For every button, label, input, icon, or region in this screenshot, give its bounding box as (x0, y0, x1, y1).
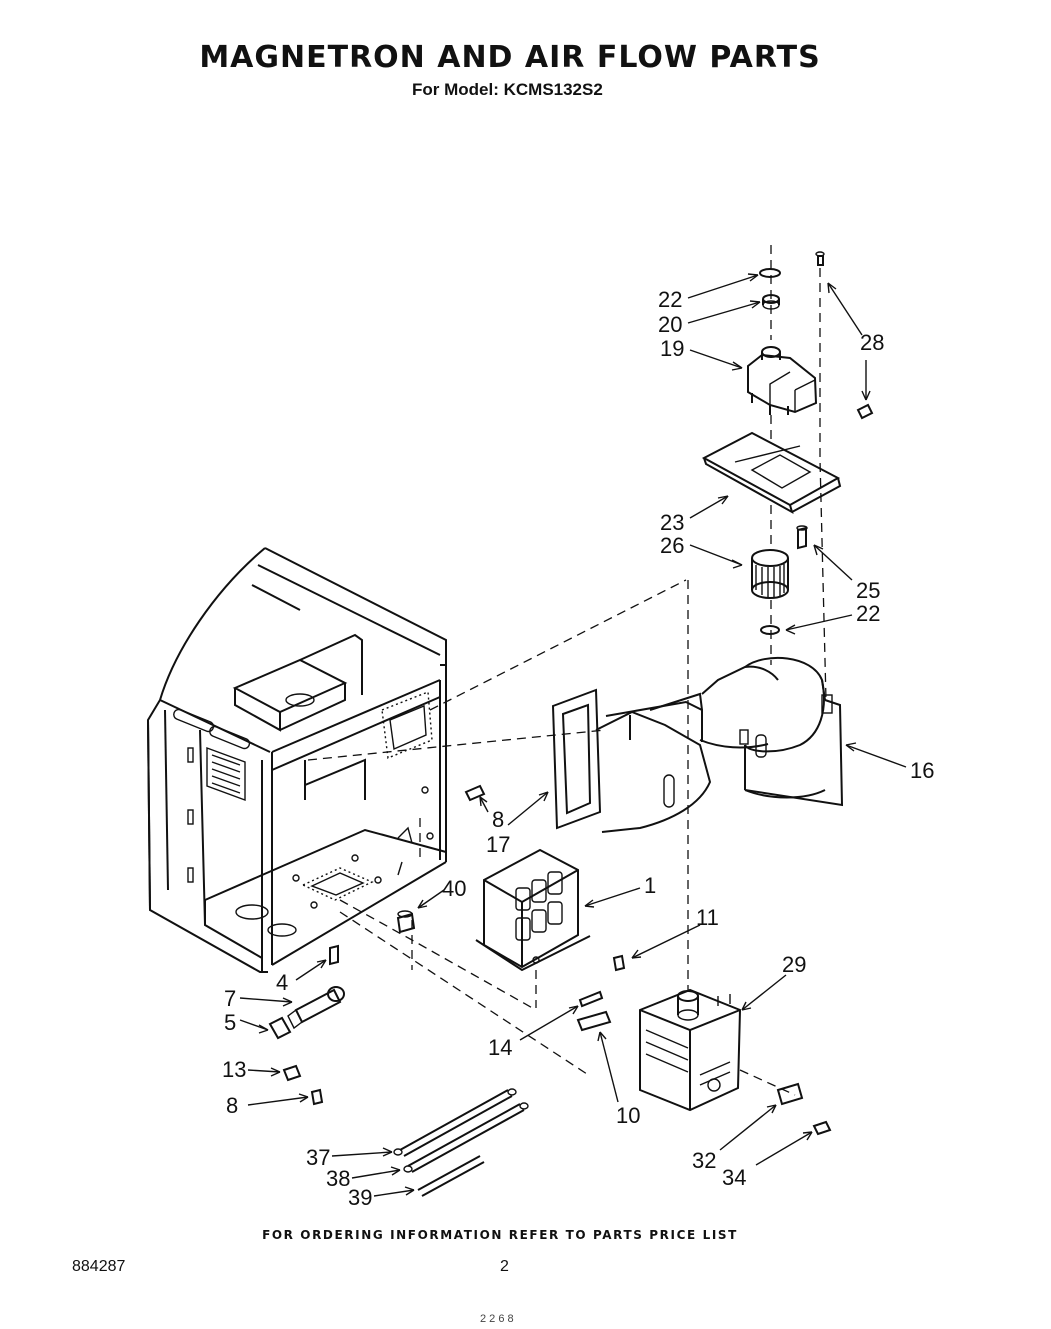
small-parts (268, 784, 832, 1197)
callout-25: 25 (856, 578, 880, 603)
callout-40: 40 (442, 876, 466, 901)
bottom-scrawl: 2 2 6 8 (480, 1313, 514, 1325)
callout-26: 26 (660, 533, 684, 558)
callout-1: 1 (644, 873, 656, 898)
callout-17: 17 (486, 832, 510, 857)
callout-11: 11 (696, 905, 719, 930)
page-title: MAGNETRON AND AIR FLOW PARTS (199, 40, 821, 75)
callout-37: 37 (306, 1145, 330, 1170)
callout-28: 28 (860, 330, 884, 355)
callout-22-top: 22 (658, 287, 682, 312)
callout-10: 10 (616, 1103, 640, 1128)
callout-arrows (239, 273, 907, 1197)
callout-16: 16 (910, 758, 934, 783)
callout-22-bottom: 22 (856, 601, 880, 626)
callout-39: 39 (348, 1185, 372, 1210)
callout-38: 38 (326, 1166, 350, 1191)
callout-5: 5 (224, 1010, 236, 1035)
callout-20: 20 (658, 312, 682, 337)
document-number: 884287 (72, 1258, 126, 1275)
callout-13: 13 (222, 1057, 246, 1082)
chassis-drawing (146, 547, 447, 973)
alignment-lines (307, 579, 796, 1096)
transformer (475, 848, 591, 972)
magnetron (639, 580, 742, 1112)
callout-8-bottom: 8 (226, 1093, 238, 1118)
callout-32: 32 (692, 1148, 716, 1173)
callout-29: 29 (782, 952, 806, 977)
callout-4: 4 (276, 970, 288, 995)
ordering-note: FOR ORDERING INFORMATION REFER TO PARTS … (262, 1228, 738, 1242)
callout-34: 34 (722, 1165, 746, 1190)
callout-14: 14 (488, 1035, 512, 1060)
callout-7: 7 (224, 986, 236, 1011)
callout-labels: 22 20 19 28 23 26 25 22 16 8 17 40 1 11 … (222, 287, 934, 1210)
fan-motor-assembly (701, 245, 874, 701)
callout-19: 19 (660, 336, 684, 361)
page-number: 2 (500, 1258, 509, 1275)
callout-8-top: 8 (492, 807, 504, 832)
vent-grille (206, 746, 246, 802)
callout-23: 23 (660, 510, 684, 535)
model-subtitle: For Model: KCMS132S2 (412, 80, 603, 99)
air-guide-assembly (551, 656, 844, 833)
